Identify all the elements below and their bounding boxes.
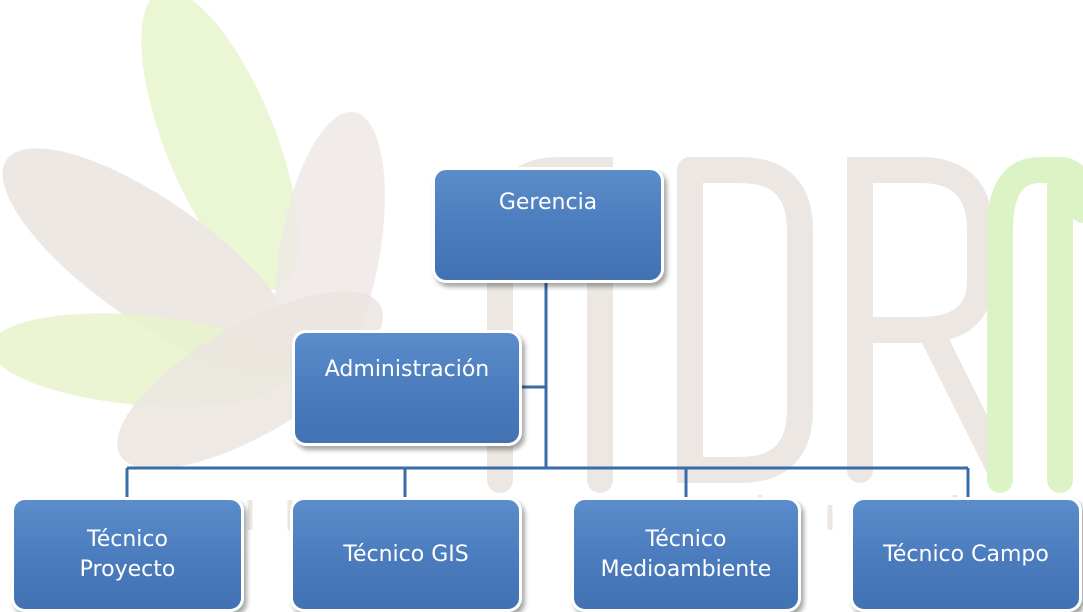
- node-tecnico-medioambiente-line2: Medioambiente: [600, 556, 772, 582]
- node-administracion-label: Administración: [324, 357, 490, 382]
- node-tecnico-proyecto-line2: Proyecto: [79, 556, 176, 582]
- node-tecnico-medioambiente: Técnico Medioambiente: [571, 497, 801, 612]
- node-tecnico-gis-label: Técnico GIS: [343, 541, 469, 567]
- node-gerencia: Gerencia: [432, 167, 664, 283]
- leaf-icon: [0, 0, 385, 469]
- node-tecnico-campo-label: Técnico Campo: [883, 541, 1049, 567]
- node-administracion: Administración: [292, 330, 522, 446]
- node-tecnico-proyecto-line1: Técnico: [87, 526, 168, 552]
- node-tecnico-medioambiente-line1: Técnico: [645, 526, 727, 552]
- node-tecnico-proyecto: Técnico Proyecto: [11, 497, 244, 612]
- node-gerencia-label: Gerencia: [498, 190, 598, 215]
- node-tecnico-campo: Técnico Campo: [850, 497, 1082, 612]
- node-tecnico-gis: Técnico GIS: [290, 497, 522, 612]
